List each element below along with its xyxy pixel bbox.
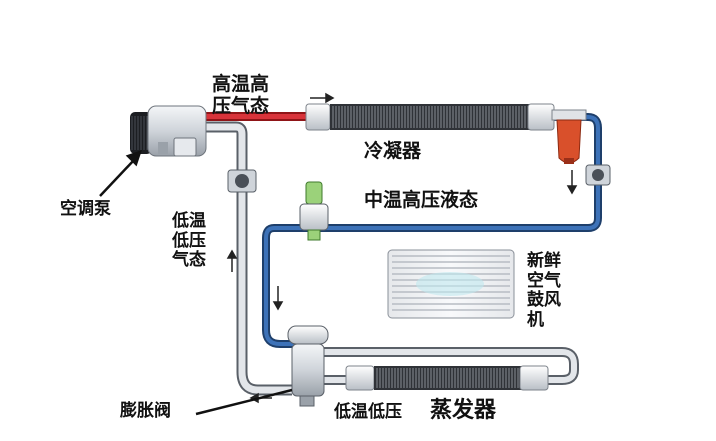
receiver-drier <box>551 109 587 164</box>
high-temp-high-pressure-gas-label: 高温高 压气态 <box>212 73 270 118</box>
label-line: 压气态 <box>212 94 270 117</box>
label-line: 新鲜 <box>527 251 561 271</box>
flow-arrow-right <box>310 92 335 104</box>
liquid-line-pipe <box>262 113 602 348</box>
condenser <box>305 103 555 131</box>
fresh-air-blower-label: 新鲜 空气 鼓风 机 <box>527 251 561 330</box>
label-line: 鼓风 <box>527 290 561 311</box>
liquid-line-valve <box>299 181 329 241</box>
label-line: 气态 <box>172 250 206 271</box>
label-line: 高温高 <box>212 73 270 95</box>
flow-arrow-down-left <box>272 286 284 311</box>
hot-gas-pipe <box>206 112 318 121</box>
evaporator-label: 蒸发器 <box>430 398 497 423</box>
label-line: 低压 <box>172 230 206 251</box>
pointer-lines <box>99 150 293 416</box>
label-line: 低温 <box>172 211 206 231</box>
compressor-label: 空调泵 <box>60 199 111 219</box>
fresh-air-blower <box>387 249 515 319</box>
right-service-valve <box>585 164 611 186</box>
expansion-valve-pointer <box>195 388 293 416</box>
low-side-service-valve <box>227 169 257 193</box>
condenser-label: 冷凝器 <box>364 140 422 162</box>
medium-temp-high-pressure-liquid-label: 中温高压液态 <box>364 189 479 211</box>
label-line: 空气 <box>527 270 561 291</box>
flow-arrow-down-right <box>566 170 578 195</box>
label-line: 机 <box>527 309 544 330</box>
compressor-pointer <box>99 150 142 197</box>
low-temp-low-pressure-label: 低温低压 <box>334 402 402 422</box>
low-pressure-return-pipe <box>206 121 292 396</box>
expansion-valve <box>287 325 329 407</box>
low-temp-low-pressure-gas-label: 低温 低压 气态 <box>172 211 206 271</box>
flow-arrow-up <box>226 249 238 272</box>
evaporator-return-pipe <box>320 347 579 385</box>
expansion-valve-label: 膨胀阀 <box>120 401 171 421</box>
compressor <box>130 105 207 157</box>
evaporator <box>345 365 549 391</box>
